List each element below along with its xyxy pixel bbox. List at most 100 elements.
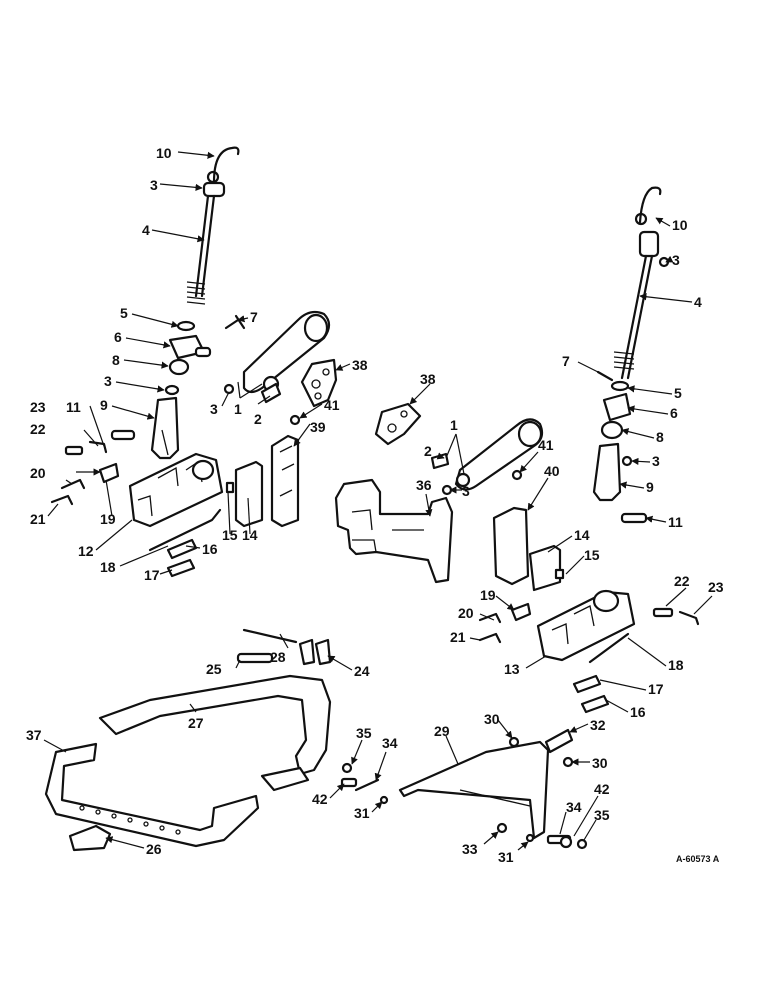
callout-11-left: 11	[66, 399, 81, 415]
left-bar-18	[148, 508, 222, 552]
nut-35-right	[576, 838, 588, 850]
callout-25: 25	[206, 661, 222, 677]
callout-7-left: 7	[250, 309, 258, 325]
callout-37: 37	[26, 727, 42, 743]
callout-17-left: 17	[144, 567, 160, 583]
a-frame-foot	[260, 766, 310, 792]
right-washer-5	[610, 380, 630, 392]
right-pin-23	[678, 610, 700, 626]
callout-3-left-top: 3	[150, 177, 158, 193]
clevis-24a	[298, 638, 316, 666]
nut-33	[496, 822, 508, 834]
left-pin-22	[64, 445, 84, 456]
callout-36: 36	[416, 477, 432, 493]
callout-21-left: 21	[30, 511, 46, 527]
callout-38-right: 38	[420, 371, 436, 387]
callout-32: 32	[590, 717, 606, 733]
callout-41-right: 41	[538, 437, 554, 453]
callout-30-top: 30	[484, 711, 500, 727]
pin-31-right	[525, 833, 535, 843]
callout-41-left: 41	[324, 397, 340, 413]
bracket-32	[544, 728, 574, 754]
callout-8-right: 8	[656, 429, 664, 445]
left-pin-2	[260, 382, 282, 404]
callout-11-right: 11	[668, 514, 683, 530]
callout-8-left: 8	[112, 352, 120, 368]
callout-19-left: 19	[100, 511, 116, 527]
callout-39: 39	[310, 419, 326, 435]
right-bracket-38	[374, 402, 422, 446]
callout-1-left: 1	[234, 401, 242, 417]
left-nut-3-mid	[164, 384, 180, 396]
a-frame-27	[98, 674, 332, 776]
right-clip-20	[478, 612, 502, 624]
left-plate-39	[270, 434, 300, 528]
right-grease-fitting-10	[638, 186, 662, 224]
callout-1-right: 1	[450, 417, 458, 433]
right-lever-19	[510, 602, 532, 622]
callout-28: 28	[270, 649, 286, 665]
callout-13: 13	[504, 661, 520, 677]
left-link-17	[166, 558, 196, 578]
left-clip-20	[60, 478, 86, 490]
right-housing-13	[536, 590, 636, 662]
left-pin-11	[110, 429, 136, 441]
right-pin-22	[652, 607, 674, 618]
callout-3-left-mid: 3	[104, 373, 112, 389]
right-link-16	[580, 694, 610, 714]
drawbar-frame-29	[398, 740, 550, 840]
callout-17-right: 17	[648, 681, 664, 697]
nut-30-mid	[562, 756, 574, 768]
callout-23-left: 23	[30, 399, 46, 415]
callout-20-right: 20	[458, 605, 474, 621]
drawing-reference: A-60573 A	[676, 854, 720, 864]
callout-6-right: 6	[670, 405, 678, 421]
callout-3-right-top: 3	[672, 252, 680, 268]
callout-31-right: 31	[498, 849, 514, 865]
left-yoke-9	[150, 396, 180, 460]
callout-5-right: 5	[674, 385, 682, 401]
callout-19-right: 19	[480, 587, 496, 603]
drawbar-37	[44, 742, 260, 848]
callout-5-left: 5	[120, 305, 128, 321]
callout-6-left: 6	[114, 329, 122, 345]
nut-30-top	[508, 736, 520, 748]
pin-34-left	[354, 778, 380, 792]
left-lever-19	[98, 462, 120, 484]
callout-31-left: 31	[354, 805, 370, 821]
callout-42-right: 42	[594, 781, 610, 797]
callout-7-right: 7	[562, 353, 570, 369]
center-frame-36	[334, 478, 454, 584]
callout-4-left: 4	[142, 222, 150, 238]
right-collar	[638, 230, 660, 258]
callout-labels: 10 3 4 5 6 8 3 9 7 11 23 22 20 21 19 12 …	[26, 145, 724, 865]
clevis-24b	[314, 638, 332, 666]
right-plate-40	[492, 506, 530, 586]
callout-35-left: 35	[356, 725, 372, 741]
callout-22-right: 22	[674, 573, 690, 589]
leader-lines	[43, 151, 713, 851]
right-block-6	[602, 392, 632, 422]
callout-16-left: 16	[202, 541, 218, 557]
right-lift-rod-4	[620, 254, 648, 380]
drawbar-holes	[79, 805, 181, 835]
callout-4-right: 4	[694, 294, 702, 310]
callout-9-left: 9	[100, 397, 108, 413]
right-yoke-9	[592, 442, 622, 502]
right-block-14	[528, 544, 562, 592]
callout-18-right: 18	[668, 657, 684, 673]
callout-20-left: 20	[30, 465, 46, 481]
callout-18-left: 18	[100, 559, 116, 575]
left-bracket-38	[300, 358, 338, 408]
callout-27: 27	[188, 715, 204, 731]
callout-42-left: 42	[312, 791, 328, 807]
right-ring-8	[600, 420, 624, 440]
left-clip-21	[50, 494, 74, 506]
left-lift-rod-4	[200, 194, 216, 298]
drawbar-assembly	[44, 628, 588, 852]
washer-42-left	[340, 777, 358, 788]
callout-29: 29	[434, 723, 450, 739]
callout-15-left: 15	[222, 527, 238, 543]
callout-2-left: 2	[254, 411, 262, 427]
